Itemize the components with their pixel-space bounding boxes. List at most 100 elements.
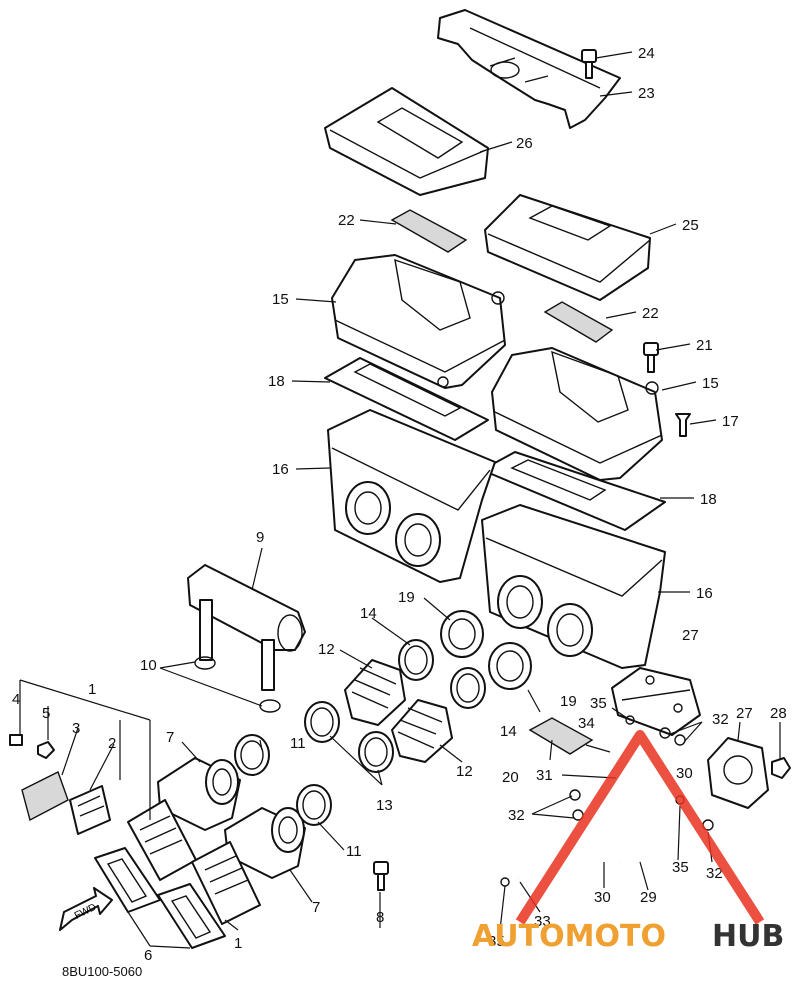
part-18-gasket-lower — [481, 451, 666, 531]
part-26-foam-element — [324, 87, 489, 196]
part-5-nut — [37, 741, 55, 759]
part-4-screw — [9, 734, 23, 746]
callout-18-upper: 18 — [268, 373, 285, 390]
callout-25: 25 — [682, 217, 699, 234]
callout-35-c: 35 — [488, 933, 505, 950]
callout-24: 24 — [638, 45, 655, 62]
part-12-joint-lower — [391, 699, 453, 763]
part-22-filter-lower — [543, 301, 614, 343]
part-14-clamp-b — [450, 667, 486, 709]
part-19-ring-b — [488, 642, 532, 690]
part-29-hose — [619, 828, 711, 864]
callout-32-a: 32 — [712, 711, 729, 728]
callout-35-b: 35 — [672, 859, 689, 876]
callout-16-lower: 16 — [696, 585, 713, 602]
callout-2: 2 — [108, 735, 116, 752]
part-15-case-cover-upper — [331, 254, 506, 389]
callout-27-b: 27 — [736, 705, 753, 722]
part-15-case-cover-lower — [491, 347, 663, 481]
callout-14-b: 14 — [500, 723, 517, 740]
callout-32-c: 32 — [706, 865, 723, 882]
part-10-o-rings — [194, 656, 281, 713]
callout-11-a: 11 — [290, 735, 306, 752]
part-9-breather-box — [187, 564, 306, 691]
part-7-joint-a — [157, 757, 241, 831]
part-27-fuel-pump-b — [707, 737, 769, 809]
part-1-reed-valve-b — [191, 841, 261, 925]
callout-31: 31 — [536, 767, 553, 784]
callout-11-b: 11 — [346, 843, 362, 860]
part-23-bracket — [437, 9, 621, 129]
callout-labels: 24 23 26 25 22 22 15 21 15 18 17 16 18 9… — [12, 45, 787, 964]
leader-lines — [19, 51, 781, 949]
part-22-filter-upper — [390, 209, 468, 253]
callout-7-b: 7 — [312, 899, 320, 916]
callout-32-b: 32 — [508, 807, 525, 824]
part-19-ring-a — [440, 610, 484, 658]
watermark-text-part1: AUTOMOTO — [472, 919, 666, 954]
callout-12-lower: 12 — [456, 763, 473, 780]
callout-12-upper: 12 — [318, 641, 335, 658]
part-2-reed — [69, 785, 111, 835]
part-16-air-case-lower — [481, 504, 666, 669]
callout-33: 33 — [534, 913, 551, 930]
watermark-text-part2: HUB — [712, 919, 784, 954]
callout-34: 34 — [578, 715, 595, 732]
callout-9: 9 — [256, 529, 264, 546]
callout-6: 6 — [144, 947, 152, 964]
part-12-joint-upper — [344, 659, 406, 726]
callout-17: 17 — [722, 413, 739, 430]
callout-23: 23 — [638, 85, 655, 102]
part-18-gasket-upper — [324, 357, 489, 441]
callout-29: 29 — [640, 889, 657, 906]
callout-5: 5 — [42, 705, 50, 722]
callout-28: 28 — [770, 705, 787, 722]
part-24-bolt — [581, 49, 597, 79]
callout-30-b: 30 — [594, 889, 611, 906]
part-20-pad — [528, 717, 594, 755]
part-6-gasket-b — [157, 883, 226, 949]
callout-20: 20 — [502, 769, 519, 786]
callout-15-upper: 15 — [272, 291, 289, 308]
callout-18-lower: 18 — [700, 491, 717, 508]
callout-1-bottom: 1 — [234, 935, 242, 952]
callout-1-top: 1 — [88, 681, 96, 698]
callout-30-a: 30 — [676, 765, 693, 782]
watermark-logo: AUTOMOTO HUB — [472, 730, 784, 954]
part-16-air-case-upper — [327, 409, 496, 583]
callout-15-lower: 15 — [702, 375, 719, 392]
callout-35-a: 35 — [590, 695, 607, 712]
callout-10: 10 — [140, 657, 157, 674]
part-8-bolt — [373, 861, 389, 891]
callout-27-a: 27 — [682, 627, 699, 644]
part-7-joint-b — [224, 807, 306, 879]
part-13-clamp-b — [358, 731, 394, 773]
callout-13: 13 — [376, 797, 393, 814]
callout-3: 3 — [72, 720, 80, 737]
callout-22-upper: 22 — [338, 212, 355, 229]
part-14-clamp-a — [398, 639, 434, 681]
callout-8: 8 — [376, 909, 384, 926]
diagram-part-code: 8BU100-5060 — [62, 964, 142, 979]
part-11-clamp-b — [296, 784, 332, 826]
part-11-clamp-a — [234, 734, 270, 776]
part-6-gasket-a — [94, 847, 161, 913]
callout-22-lower: 22 — [642, 305, 659, 322]
callout-4: 4 — [12, 691, 20, 708]
part-25-foam-element — [484, 194, 651, 301]
callout-21: 21 — [696, 337, 713, 354]
callout-16-upper: 16 — [272, 461, 289, 478]
callout-19-a: 19 — [398, 589, 415, 606]
part-13-clamp-a — [304, 701, 340, 743]
fwd-arrow-icon: FWD — [59, 887, 113, 931]
part-28-nut — [771, 757, 791, 779]
part-3-reed-stopper — [21, 771, 69, 822]
part-21-bolt — [643, 342, 659, 373]
callout-7-a: 7 — [166, 729, 174, 746]
part-27-fuel-pump-a — [611, 667, 701, 736]
part-17-screw — [675, 413, 691, 437]
callout-19-b: 19 — [560, 693, 577, 710]
callout-26: 26 — [516, 135, 533, 152]
callout-14-a: 14 — [360, 605, 377, 622]
